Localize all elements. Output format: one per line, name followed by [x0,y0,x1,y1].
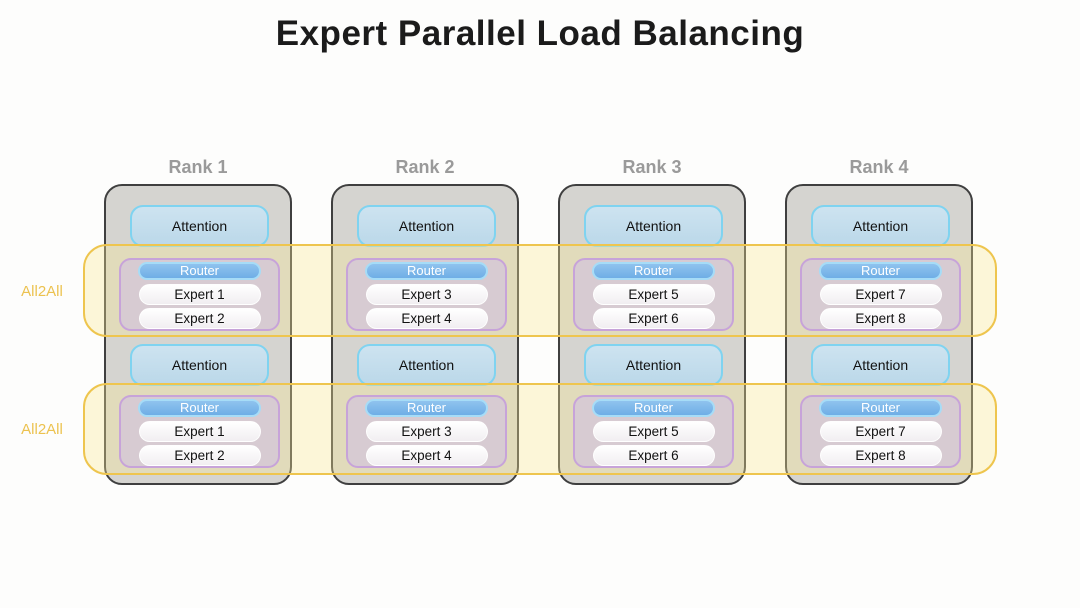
rank-1-column: Rank 1 Attention Router Expert 1 Expert … [104,156,292,485]
moe-block: Router Expert 5 Expert 6 [573,258,734,331]
router-pill: Router [592,399,715,417]
attention-block: Attention [584,344,723,386]
expert-pill: Expert 3 [365,421,488,442]
router-pill: Router [365,399,488,417]
moe-block: Router Expert 7 Expert 8 [800,395,961,468]
rank-3-column: Rank 3 Attention Router Expert 5 Expert … [558,156,746,485]
expert-pill: Expert 1 [138,284,261,305]
expert-pill: Expert 5 [592,421,715,442]
expert-pill: Expert 5 [592,284,715,305]
rank-2-label: Rank 2 [395,157,455,177]
expert-pill: Expert 1 [138,421,261,442]
router-pill: Router [819,399,942,417]
rank-4-box: Attention Router Expert 7 Expert 8 Atten… [785,184,973,485]
expert-pill: Expert 6 [592,308,715,329]
rank-1-box: Attention Router Expert 1 Expert 2 Atten… [104,184,292,485]
diagram-title: Expert Parallel Load Balancing [275,14,805,53]
expert-pill: Expert 7 [819,284,942,305]
router-pill: Router [138,399,261,417]
expert-pill: Expert 4 [365,308,488,329]
expert-pill: Expert 6 [592,445,715,466]
moe-block: Router Expert 1 Expert 2 [119,258,280,331]
attention-block: Attention [130,344,269,386]
expert-pill: Expert 3 [365,284,488,305]
moe-block: Router Expert 5 Expert 6 [573,395,734,468]
expert-pill: Expert 8 [819,445,942,466]
rank-4-label: Rank 4 [849,157,909,177]
rank-2-box: Attention Router Expert 3 Expert 4 Atten… [331,184,519,485]
moe-block: Router Expert 1 Expert 2 [119,395,280,468]
attention-block: Attention [584,205,723,247]
router-pill: Router [365,262,488,280]
attention-block: Attention [130,205,269,247]
router-pill: Router [138,262,261,280]
expert-pill: Expert 4 [365,445,488,466]
expert-pill: Expert 7 [819,421,942,442]
expert-pill: Expert 2 [138,445,261,466]
router-pill: Router [819,262,942,280]
moe-block: Router Expert 3 Expert 4 [346,395,507,468]
rank-3-label: Rank 3 [622,157,682,177]
moe-block: Router Expert 3 Expert 4 [346,258,507,331]
router-pill: Router [592,262,715,280]
rank-2-column: Rank 2 Attention Router Expert 3 Expert … [331,156,519,485]
attention-block: Attention [357,344,496,386]
moe-block: Router Expert 7 Expert 8 [800,258,961,331]
rank-3-box: Attention Router Expert 5 Expert 6 Atten… [558,184,746,485]
expert-pill: Expert 8 [819,308,942,329]
attention-block: Attention [357,205,496,247]
attention-block: Attention [811,344,950,386]
expert-pill: Expert 2 [138,308,261,329]
attention-block: Attention [811,205,950,247]
rank-4-column: Rank 4 Attention Router Expert 7 Expert … [785,156,973,485]
rank-1-label: Rank 1 [168,157,228,177]
all2all-label-1: All2All [21,283,63,300]
all2all-label-2: All2All [21,421,63,438]
